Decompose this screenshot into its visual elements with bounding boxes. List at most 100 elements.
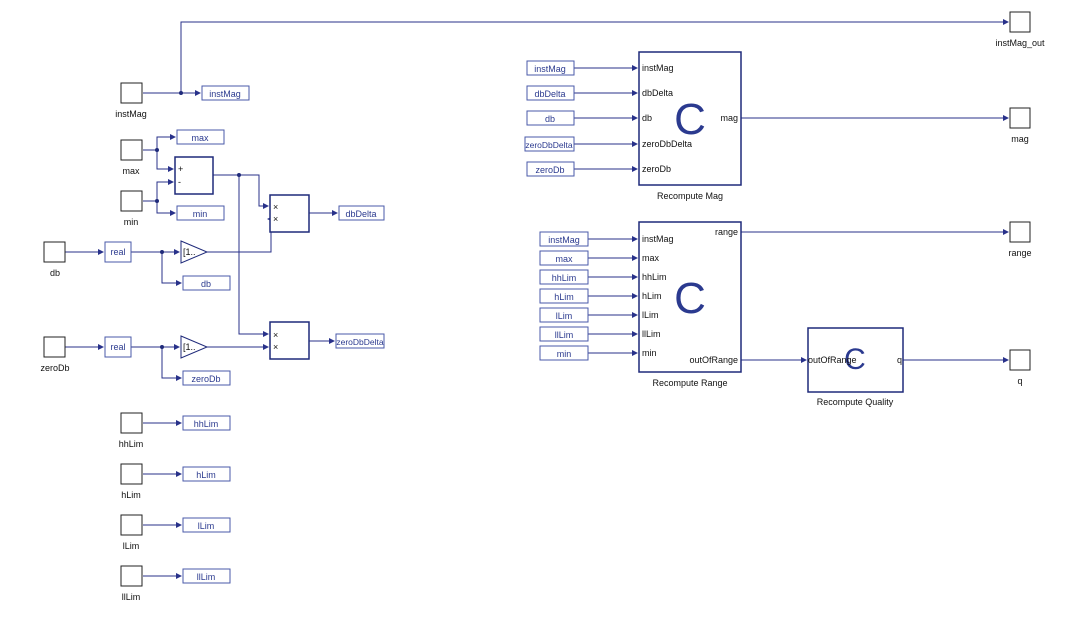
inport-hLim-label: hLim: [121, 490, 141, 500]
range-in-tag-4: hLim: [554, 292, 574, 302]
gain-block-zeroDb-text: [1..: [183, 342, 196, 352]
range-pin-5: lLim: [642, 310, 659, 320]
real-block-zeroDb-text: real: [110, 342, 125, 352]
tag-hLim[interactable]: hLim: [182, 466, 231, 482]
inport-zeroDb-label: zeroDb: [40, 363, 69, 373]
range-pin-1: instMag: [642, 234, 674, 244]
mag-in-tag-4: zeroDbDelta: [525, 140, 573, 150]
product-block-zeroDbDelta[interactable]: × ×: [269, 321, 310, 360]
tag-hhLim[interactable]: hhLim: [182, 415, 231, 431]
inport-zeroDb[interactable]: zeroDb: [40, 336, 70, 373]
recompute-range-input-tags[interactable]: instMag max hhLim hLim lLim llLim min: [539, 231, 589, 361]
real-block-zeroDb[interactable]: real: [104, 336, 132, 358]
product-dbDelta-sign-1: ×: [273, 202, 278, 212]
outport-mag[interactable]: mag: [1009, 107, 1031, 144]
mag-pin-2: dbDelta: [642, 88, 673, 98]
range-in-tag-1: instMag: [548, 235, 580, 245]
mag-in-tag-2: dbDelta: [534, 89, 565, 99]
range-in-tag-3: hhLim: [552, 273, 577, 283]
range-pin-4: hLim: [642, 291, 662, 301]
outport-instMag_out[interactable]: instMag_out: [995, 11, 1045, 48]
tag-max[interactable]: max: [176, 129, 225, 145]
inport-llLim[interactable]: llLim: [120, 565, 143, 602]
outport-mag-label: mag: [1011, 134, 1029, 144]
mag-in-tag-3: db: [545, 114, 555, 124]
tag-hhLim-text: hhLim: [194, 419, 219, 429]
range-out-pin-1: range: [715, 227, 738, 237]
gain-block-zeroDb[interactable]: [1..: [180, 335, 209, 359]
tag-llLim[interactable]: llLim: [182, 568, 231, 584]
tag-dbDelta[interactable]: dbDelta: [338, 205, 385, 221]
inport-hhLim-label: hhLim: [119, 439, 144, 449]
tag-dbDelta-text: dbDelta: [345, 209, 376, 219]
mag-pin-1: instMag: [642, 63, 674, 73]
inport-lLim[interactable]: lLim: [120, 514, 143, 551]
inport-max-label: max: [122, 166, 140, 176]
product-zeroDbDelta-sign-2: ×: [273, 342, 278, 352]
mag-in-tag-5: zeroDb: [535, 165, 564, 175]
range-in-tag-2: max: [555, 254, 573, 264]
recompute-quality-glyph: C: [844, 343, 866, 376]
mag-pin-4: zeroDbDelta: [642, 139, 692, 149]
tag-db[interactable]: db: [182, 275, 231, 291]
inport-min-label: min: [124, 217, 139, 227]
inport-lLim-label: lLim: [123, 541, 140, 551]
sum-plus-sign: +: [178, 164, 183, 174]
tag-min[interactable]: min: [176, 205, 225, 221]
tag-max-text: max: [191, 133, 209, 143]
mag-out-pin: mag: [720, 113, 738, 123]
quality-in-pin: outOfRange: [808, 355, 857, 365]
recompute-quality-block[interactable]: C outOfRange q Recompute Quality: [807, 327, 904, 407]
inport-db-label: db: [50, 268, 60, 278]
range-in-tag-7: min: [557, 349, 572, 359]
inport-min[interactable]: min: [120, 190, 143, 227]
gain-block-db-text: [1..: [183, 247, 196, 257]
range-pin-3: hhLim: [642, 272, 667, 282]
recompute-range-block[interactable]: C instMag max hhLim hLim lLim llLim min …: [638, 221, 742, 388]
tag-zeroDb-text: zeroDb: [191, 374, 220, 384]
recompute-mag-block[interactable]: C instMag dbDelta db zeroDbDelta zeroDb …: [638, 51, 742, 201]
product-block-dbDelta[interactable]: × ×: [269, 194, 310, 233]
inport-instMag-label: instMag: [115, 109, 147, 119]
inport-instMag[interactable]: instMag: [115, 82, 147, 119]
recompute-range-title: Recompute Range: [652, 378, 727, 388]
outport-q-label: q: [1017, 376, 1022, 386]
range-pin-6: llLim: [642, 329, 661, 339]
tag-llLim-text: llLim: [197, 572, 216, 582]
range-out-pin-2: outOfRange: [689, 355, 738, 365]
gain-block-db[interactable]: [1..: [180, 240, 209, 264]
real-block-db-text: real: [110, 247, 125, 257]
recompute-mag-input-tags[interactable]: instMag dbDelta db zeroDbDelta zeroDb: [524, 60, 575, 177]
recompute-mag-title: Recompute Mag: [657, 191, 723, 201]
outport-range[interactable]: range: [1008, 221, 1032, 258]
quality-out-pin: q: [897, 355, 902, 365]
mag-pin-5: zeroDb: [642, 164, 671, 174]
tag-zeroDbDelta-text: zeroDbDelta: [336, 337, 384, 347]
inport-llLim-label: llLim: [122, 592, 141, 602]
outport-q[interactable]: q: [1009, 349, 1031, 386]
recompute-mag-glyph: C: [674, 95, 706, 144]
tag-lLim-text: lLim: [198, 521, 215, 531]
range-pin-2: max: [642, 253, 660, 263]
tag-hLim-text: hLim: [196, 470, 216, 480]
sum-block[interactable]: + -: [174, 156, 214, 195]
inport-max[interactable]: max: [120, 139, 143, 176]
tag-lLim[interactable]: lLim: [182, 517, 231, 533]
tag-db-text: db: [201, 279, 211, 289]
inport-db[interactable]: db: [43, 241, 66, 278]
right-wires[interactable]: [574, 65, 1009, 363]
inport-hLim[interactable]: hLim: [120, 463, 143, 500]
inport-hhLim[interactable]: hhLim: [119, 412, 144, 449]
recompute-quality-title: Recompute Quality: [817, 397, 894, 407]
real-block-db[interactable]: real: [104, 241, 132, 263]
mag-in-tag-1: instMag: [534, 64, 566, 74]
tag-instMag[interactable]: instMag: [201, 85, 250, 101]
left-wires: [65, 19, 1009, 579]
tag-zeroDbDelta[interactable]: zeroDbDelta: [335, 333, 385, 349]
tag-instMag-text: instMag: [209, 89, 241, 99]
product-dbDelta-sign-2: ×: [273, 214, 278, 224]
mag-pin-3: db: [642, 113, 652, 123]
outport-instMag_out-label: instMag_out: [995, 38, 1045, 48]
tag-zeroDb[interactable]: zeroDb: [182, 370, 231, 386]
